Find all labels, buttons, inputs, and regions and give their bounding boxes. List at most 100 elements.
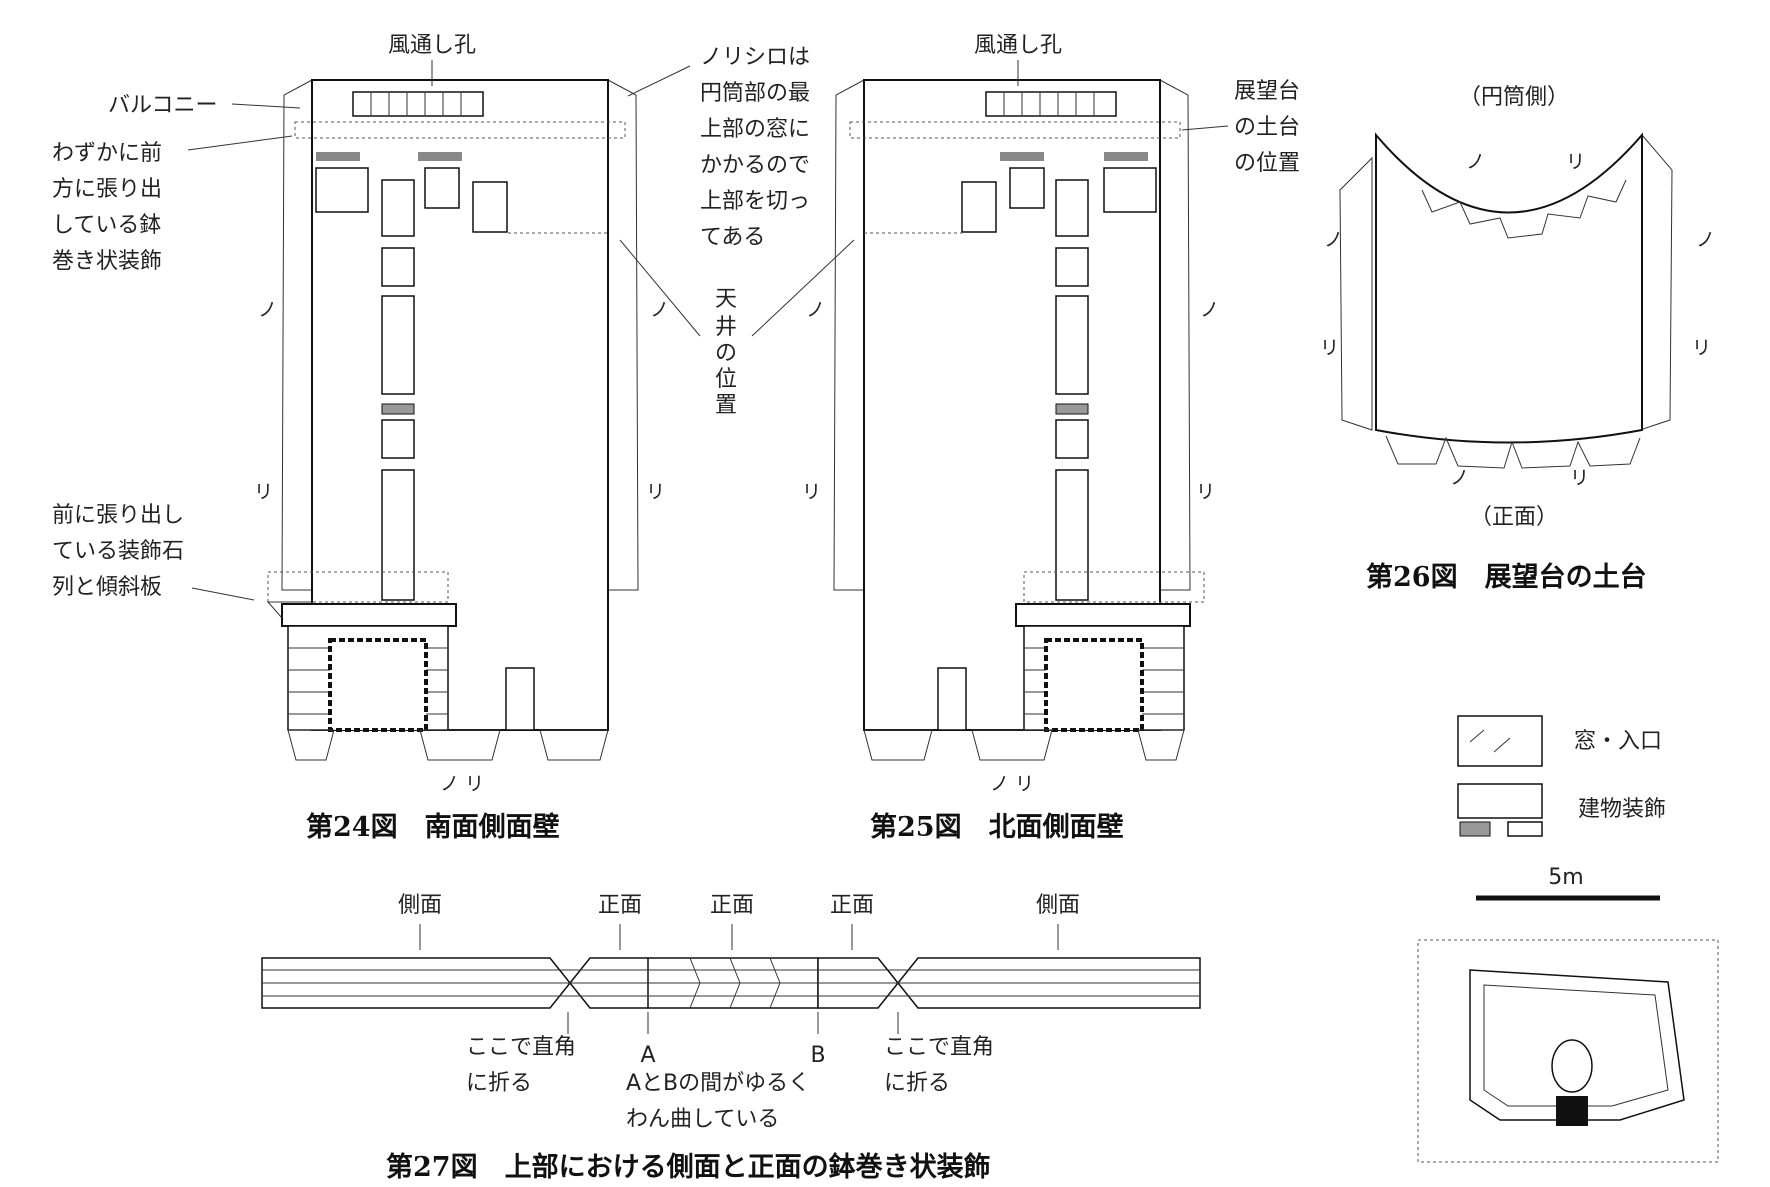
fig24-right-flap [607, 79, 639, 591]
fold-note-left-line: ここで直角 [466, 1035, 576, 1060]
fig25-deco-box [1103, 167, 1157, 213]
ab-note-line: わん曲している [626, 1107, 779, 1132]
fig26-top-tabs [1421, 179, 1627, 239]
norishiro-note-line: 上部を切っ [700, 189, 810, 214]
ceiling-note-char: の [715, 341, 737, 366]
platform-note-line: の位置 [1234, 151, 1300, 176]
fig27-front-label: 正面 [830, 893, 874, 918]
fig25-tab [1137, 729, 1185, 761]
fig27-front-label: 正面 [598, 893, 642, 918]
ceiling-note-char: 置 [715, 393, 737, 418]
fig25-small-door [937, 667, 967, 731]
fig24-tab [287, 729, 335, 761]
ri-mark: リ [1320, 337, 1339, 359]
fig25-deco-strip [1055, 403, 1089, 415]
fig25-vent [985, 91, 1117, 117]
fig25-stone-row [1023, 571, 1205, 603]
nori-mark: ノ [258, 299, 277, 321]
fig25-deco-band [1104, 152, 1148, 161]
legend-window-label: 窓・入口 [1574, 729, 1662, 754]
fig25-window [1055, 295, 1089, 395]
fig24-balcony-band [294, 121, 626, 139]
fig24-deco-band [316, 152, 360, 161]
fig24-window [381, 295, 415, 395]
location-map [1417, 939, 1719, 1163]
fig25-deco-box [1009, 167, 1045, 209]
norishiro-note: ノリシロは 円筒部の最 上部の窓に かかるので 上部を切っ てある [700, 45, 810, 250]
norishiro-note-line: 上部の窓に [700, 117, 810, 142]
location-map-inner [1483, 984, 1669, 1107]
fig26-bottom-tabs [1385, 435, 1641, 469]
fig24-window [381, 179, 415, 237]
hachimaki-note: わずかに前 方に張り出 している鉢 巻き状装飾 [52, 141, 162, 274]
fig24-window [381, 469, 415, 601]
stone-note-line: ている装飾石 [52, 539, 184, 564]
fig24-small-door [505, 667, 535, 731]
hachimaki-note-line: わずかに前 [52, 141, 162, 166]
fig25-caption: 第25図 北面側面壁 [870, 811, 1124, 843]
hachimaki-note-line: している鉢 [52, 213, 161, 238]
fig24-vent [352, 91, 484, 117]
fig25-window [1055, 179, 1089, 237]
balcony-label: バルコニー [108, 93, 218, 118]
point-a-label: A [640, 1043, 655, 1068]
fig24-caption: 第24図 南面側面壁 [306, 811, 560, 843]
hachimaki-note-line: 方に張り出 [52, 177, 162, 202]
location-map-entrance [1556, 1096, 1588, 1126]
fig25-balcony-band [849, 121, 1181, 139]
stone-note-line: 前に張り出し [52, 503, 184, 528]
nori-mark: ノ [650, 299, 669, 321]
stone-note: 前に張り出し ている装飾石 列と傾斜板 [52, 503, 184, 600]
norishiro-note-line: てある [700, 225, 765, 250]
fig25-entrance[interactable] [1044, 638, 1144, 732]
fig26-platform-base [1339, 132, 1673, 469]
nori-mark: ノ [1466, 151, 1485, 173]
norishiro-note-line: かかるので [700, 153, 810, 178]
fig27-band [261, 957, 1201, 1009]
fold-note-left-line: に折る [466, 1071, 532, 1096]
fig24-deco-strip [381, 403, 415, 415]
point-b-label: B [810, 1043, 825, 1068]
platform-note-line: の土台 [1234, 115, 1300, 140]
fig25-deco-band [1000, 152, 1044, 161]
fig27-caption: 第27図 上部における側面と正面の鉢巻き状装飾 [386, 1151, 991, 1183]
legend-window-swatch [1457, 715, 1543, 767]
legend-deco-strip [1459, 821, 1491, 837]
fig26-right-flap [1639, 133, 1673, 431]
platform-note: 展望台 の土台 の位置 [1234, 79, 1300, 176]
ri-mark: リ [1196, 481, 1215, 503]
nori-ri-mark: ノ リ [440, 773, 484, 795]
ceiling-note-char: 天 [715, 287, 737, 312]
fig24-deco-box [315, 167, 369, 213]
cylinder-side-label: （円筒側） [1459, 85, 1569, 110]
location-map-frame [1417, 939, 1719, 1163]
nori-ri-mark: ノ リ [990, 773, 1034, 795]
legend-decoration-label: 建物装飾 [1578, 797, 1666, 822]
ri-mark: リ [254, 481, 273, 503]
fig24-deco-box [472, 181, 508, 233]
fig24-window [381, 419, 415, 459]
nori-mark: ノ [1324, 229, 1343, 251]
fig24-ledge [281, 603, 457, 627]
fig25-window [1055, 247, 1089, 287]
location-map-tower [1551, 1039, 1593, 1093]
ri-mark: リ [802, 481, 821, 503]
legend-decoration-swatch [1457, 783, 1543, 819]
fold-note-right-line: に折る [884, 1071, 950, 1096]
fig26-left-flap [1339, 156, 1373, 431]
fig26-base-panel [1375, 132, 1643, 444]
fig24-tab [539, 729, 609, 761]
nori-mark: ノ [1450, 467, 1469, 489]
leader-lines [187, 60, 1229, 1034]
fig27-side-label: 側面 [398, 893, 442, 918]
fig24-south-wall [266, 79, 639, 761]
fig24-entrance[interactable] [328, 638, 428, 732]
fig24-stone-row [267, 571, 449, 603]
fig24-left-flap [281, 79, 313, 591]
fig25-north-wall [833, 79, 1205, 761]
location-map-outline [1469, 969, 1685, 1121]
fig25-deco-box [961, 181, 997, 233]
vent-label-right: 風通し孔 [974, 33, 1062, 58]
